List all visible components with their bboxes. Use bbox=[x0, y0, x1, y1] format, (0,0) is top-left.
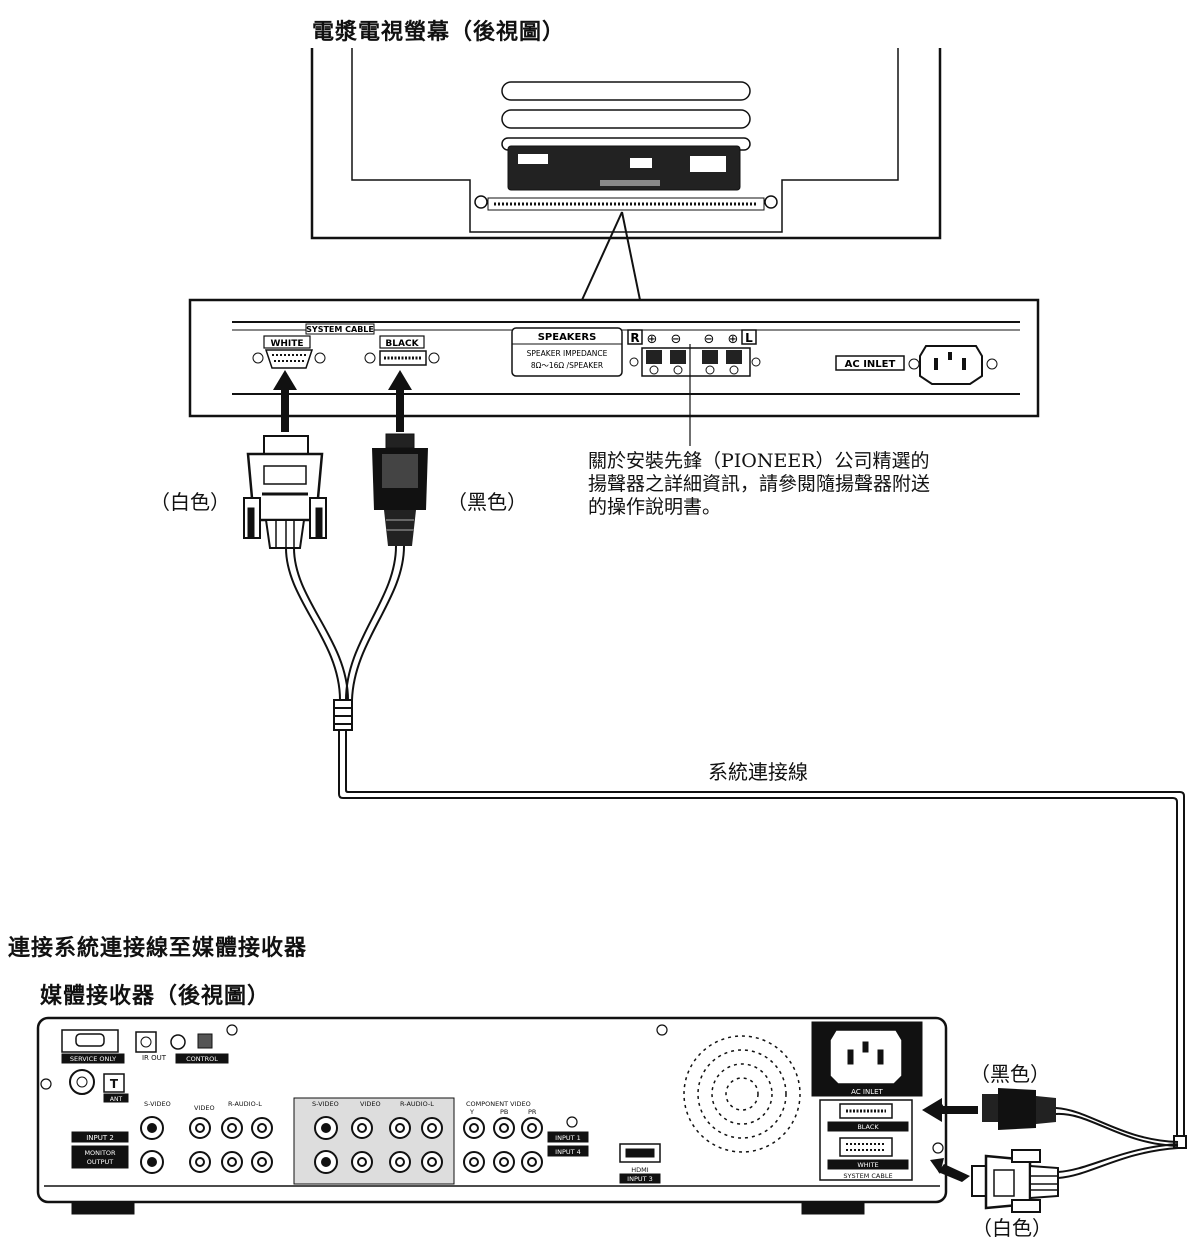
speaker-terminals[interactable] bbox=[629, 347, 761, 377]
receiver-system-cable-label: SYSTEM CABLE bbox=[843, 1172, 892, 1180]
comp-y-label: Y bbox=[469, 1108, 474, 1116]
impedance-line-1: SPEAKER IMPEDANCE bbox=[527, 349, 608, 358]
ac-inlet-socket[interactable] bbox=[908, 345, 998, 385]
black-port[interactable] bbox=[364, 350, 440, 366]
system-cable-panel-label: SYSTEM CABLE bbox=[306, 325, 374, 334]
speaker-r-label: R bbox=[630, 331, 639, 345]
component-video-label: COMPONENT VIDEO bbox=[466, 1100, 531, 1108]
connect-heading: 連接系統連接線至媒體接收器 bbox=[8, 936, 308, 961]
system-cable-wires bbox=[285, 545, 1187, 1179]
black-plug-top bbox=[372, 433, 428, 546]
ac-inlet-label: AC INLET bbox=[845, 359, 896, 370]
hdmi-label: HDMI bbox=[631, 1166, 649, 1174]
r-minus: ⊖ bbox=[671, 332, 682, 347]
speakers-label: SPEAKERS bbox=[538, 332, 597, 343]
white-dvi-port[interactable] bbox=[252, 349, 326, 369]
black-connector-label-bottom: （黑色） bbox=[970, 1062, 1050, 1086]
receiver-white-port[interactable] bbox=[839, 1137, 893, 1157]
comp-pb-label: PB bbox=[500, 1108, 508, 1116]
input2-label: INPUT 2 bbox=[86, 1134, 114, 1142]
fan-vent bbox=[683, 1035, 801, 1153]
insert-arrows-top bbox=[273, 370, 412, 432]
plasma-rear-title: 電漿電視螢幕（後視圖） bbox=[312, 20, 566, 45]
l-plus: ⊕ bbox=[728, 332, 739, 347]
white-port-label: WHITE bbox=[270, 339, 303, 349]
speakers-box bbox=[511, 327, 623, 377]
white-dvi-plug-top bbox=[243, 435, 327, 549]
receiver-ac-inlet-label: AC INLET bbox=[851, 1088, 883, 1096]
g1-audio-label: R-AUDIO-L bbox=[228, 1100, 262, 1108]
ir-out-label: IR OUT bbox=[142, 1054, 167, 1062]
comp-pr-label: PR bbox=[528, 1108, 537, 1116]
g2-video-label: VIDEO bbox=[360, 1100, 381, 1108]
white-connector-label-bottom: （白色） bbox=[972, 1216, 1052, 1240]
input1-jacks[interactable] bbox=[314, 1116, 443, 1174]
tv-terminal-panel: SYSTEM CABLE WHITE BLACK SPEAKERS SPEAKE… bbox=[188, 298, 1040, 418]
system-cable-label: 系統連接線 bbox=[708, 760, 808, 784]
white-connector-label-top: （白色） bbox=[150, 490, 230, 514]
white-dvi-plug-bottom bbox=[971, 1149, 1059, 1213]
receiver-black-port[interactable] bbox=[839, 1103, 893, 1119]
g1-svideo-label: S-VIDEO bbox=[144, 1100, 171, 1108]
black-port-label: BLACK bbox=[385, 339, 419, 349]
control-label: CONTROL bbox=[186, 1055, 218, 1063]
input1-label: INPUT 1 bbox=[555, 1134, 581, 1142]
receiver-white-label: WHITE bbox=[857, 1161, 878, 1169]
input2-jacks[interactable] bbox=[140, 1116, 273, 1174]
hdmi-input3-port[interactable] bbox=[619, 1143, 661, 1163]
l-minus: ⊖ bbox=[704, 332, 715, 347]
receiver-ac-inlet[interactable] bbox=[829, 1029, 903, 1085]
input3-label: INPUT 3 bbox=[627, 1175, 653, 1183]
receiver-black-label: BLACK bbox=[857, 1123, 879, 1131]
input4-label: INPUT 4 bbox=[555, 1148, 581, 1156]
r-plus: ⊕ bbox=[647, 332, 658, 347]
component-jacks[interactable] bbox=[463, 1117, 543, 1173]
insert-arrows-bottom bbox=[922, 1098, 978, 1182]
black-connector-label-top: （黑色） bbox=[447, 490, 527, 514]
speaker-l-label: L bbox=[745, 331, 753, 345]
black-plug-bottom bbox=[982, 1088, 1056, 1130]
media-receiver-rear: SERVICE ONLY IR OUT CONTROL T ANT INPUT … bbox=[36, 1016, 948, 1215]
g1-video-label: VIDEO bbox=[194, 1104, 215, 1112]
svg-text:T: T bbox=[110, 1077, 119, 1091]
impedance-line-2: 8Ω～16Ω /SPEAKER bbox=[531, 361, 603, 370]
g2-svideo-label: S-VIDEO bbox=[312, 1100, 339, 1108]
g2-audio-label: R-AUDIO-L bbox=[400, 1100, 434, 1108]
tv-connector-panel bbox=[507, 145, 741, 191]
receiver-rear-title: 媒體接收器（後視圖） bbox=[40, 984, 271, 1009]
monitor-output-line1: MONITOR bbox=[84, 1149, 116, 1157]
ant-label: ANT bbox=[110, 1096, 123, 1103]
monitor-output-line2: OUTPUT bbox=[87, 1158, 114, 1166]
service-only-label: SERVICE ONLY bbox=[70, 1055, 116, 1063]
speaker-note: 關於安裝先鋒（PIONEER）公司精選的揚聲器之詳細資訊，請參閱隨揚聲器附送的操… bbox=[588, 450, 931, 518]
plasma-tv-rear bbox=[310, 48, 942, 240]
